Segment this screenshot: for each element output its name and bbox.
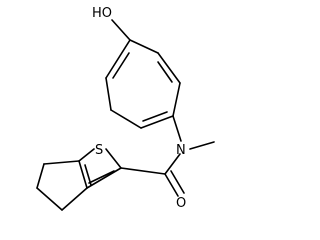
bond bbox=[105, 77, 112, 111]
bond bbox=[43, 160, 80, 165]
structure-canvas: HO N S O bbox=[36, 6, 215, 211]
thiophene-ring bbox=[78, 148, 122, 189]
bond bbox=[61, 187, 88, 211]
double-bond-inner bbox=[142, 111, 168, 122]
bond bbox=[157, 52, 181, 84]
double-bond-inner bbox=[157, 61, 173, 83]
double-bond-inner bbox=[112, 52, 130, 79]
bond bbox=[110, 109, 142, 129]
bond-carbonyl-o-double bbox=[170, 170, 185, 194]
bond-ho bbox=[111, 19, 131, 41]
molecule-structure: HO N S O bbox=[36, 6, 215, 211]
bond-carbonyl-thiophene bbox=[120, 167, 166, 175]
bond bbox=[36, 163, 45, 189]
atom-label-o: O bbox=[176, 196, 186, 211]
atom-label-n: N bbox=[176, 143, 186, 158]
bond bbox=[172, 82, 181, 117]
bond bbox=[36, 187, 63, 211]
atom-label-ho: HO bbox=[92, 6, 112, 21]
double-bond-inner bbox=[84, 164, 92, 186]
cyclopentane-ring bbox=[36, 160, 88, 211]
bond bbox=[86, 167, 122, 189]
double-bond-inner bbox=[88, 170, 115, 184]
bond bbox=[105, 148, 122, 169]
bond bbox=[78, 148, 95, 162]
bond bbox=[78, 160, 88, 189]
bond-carbonyl-o bbox=[164, 173, 179, 197]
bond-n-methyl bbox=[189, 141, 215, 150]
atom-label-s: S bbox=[95, 143, 103, 158]
phenol-ring bbox=[105, 39, 181, 129]
bond-n-carbonyl bbox=[164, 153, 181, 175]
bond bbox=[129, 39, 159, 54]
bond bbox=[140, 115, 174, 129]
bond-ring-n bbox=[172, 115, 182, 142]
bond bbox=[105, 39, 131, 79]
